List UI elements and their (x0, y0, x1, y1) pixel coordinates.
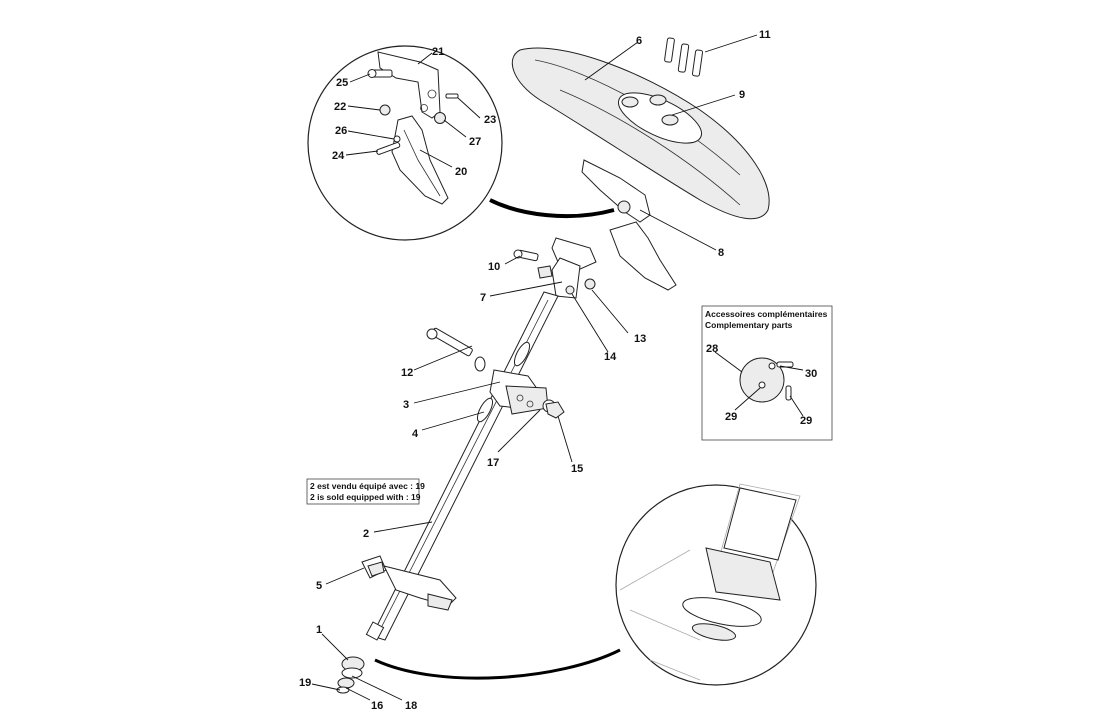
steering-hub (513, 237, 597, 299)
note-line-en: 2 is sold equipped with : 19 (310, 492, 421, 502)
callout-4: 4 (412, 428, 419, 440)
callout-16: 16 (371, 700, 383, 712)
callout-2: 2 (363, 528, 369, 540)
callout-13: 13 (634, 333, 646, 345)
callout-14: 14 (604, 351, 617, 363)
callout-11: 11 (759, 29, 771, 41)
accessories-title-en: Complementary parts (705, 320, 793, 330)
callout-19: 19 (299, 677, 311, 689)
lower-bracket (383, 565, 457, 611)
callout-5: 5 (316, 580, 322, 592)
callout-30: 30 (805, 368, 817, 380)
callout-29a: 29 (725, 411, 737, 423)
steering-wheel (511, 47, 770, 220)
callout-15: 15 (571, 463, 583, 475)
column-clamp (489, 369, 565, 419)
paddle-assembly (581, 159, 677, 291)
callout-7: 7 (480, 292, 486, 304)
callout-24: 24 (332, 150, 345, 162)
bearing-stack (336, 656, 365, 694)
pins-11 (664, 37, 704, 77)
callout-26: 26 (335, 125, 347, 137)
note-line-fr: 2 est vendu équipé avec : 19 (310, 481, 425, 491)
callout-1: 1 (316, 624, 322, 636)
leader-lines (311, 34, 804, 701)
callout-12: 12 (401, 367, 413, 379)
equipment-note: 2 est vendu équipé avec : 19 2 is sold e… (306, 478, 425, 505)
callout-28: 28 (706, 343, 718, 355)
callout-3: 3 (403, 399, 409, 411)
callout-25: 25 (336, 77, 348, 89)
callout-22: 22 (334, 101, 346, 113)
callout-labels: 6 11 9 8 10 7 13 14 12 3 4 17 15 2 5 1 1… (299, 29, 817, 712)
bolt-12 (426, 327, 486, 372)
detail-connector (489, 198, 615, 219)
callout-10: 10 (488, 261, 500, 273)
callout-18: 18 (405, 700, 417, 712)
callout-8: 8 (718, 247, 724, 259)
callout-9: 9 (739, 89, 745, 101)
callout-17: 17 (487, 457, 499, 469)
bearing-detail-view (615, 483, 817, 686)
bottom-connector (374, 648, 621, 680)
callout-21: 21 (432, 46, 444, 58)
accessories-box (701, 305, 833, 441)
clip-5 (361, 555, 387, 579)
callout-27: 27 (469, 136, 481, 148)
callout-20: 20 (455, 166, 467, 178)
accessories-title-fr: Accessoires complémentaires (705, 309, 828, 319)
callout-29b: 29 (800, 415, 812, 427)
callout-6: 6 (636, 35, 642, 47)
paddle-detail-view (307, 45, 503, 241)
callout-23: 23 (484, 114, 496, 126)
